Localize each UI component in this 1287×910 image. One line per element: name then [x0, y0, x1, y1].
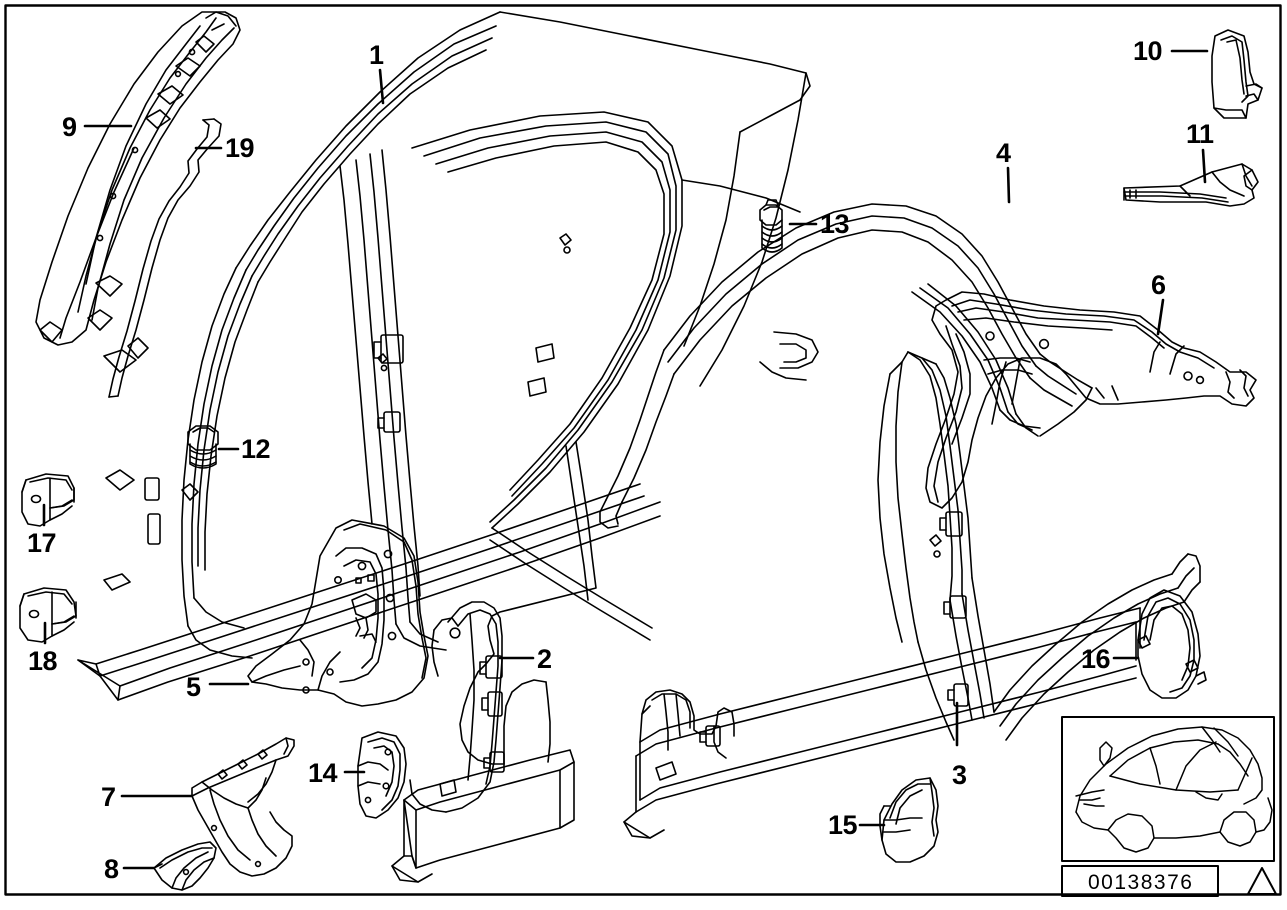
callout-label-18[interactable]: 18 — [28, 646, 58, 676]
part-14-shape — [357, 731, 407, 819]
diagram-id-number: 00138376 — [1088, 871, 1194, 894]
part-12-shape — [187, 425, 219, 469]
callout-label-19[interactable]: 19 — [225, 133, 255, 163]
callout-label-15[interactable]: 15 — [828, 810, 858, 840]
warning-triangle-icon — [1247, 867, 1277, 895]
part-6-shape — [925, 291, 1257, 509]
callout-label-8[interactable]: 8 — [104, 854, 119, 884]
callout-leader-lines — [42, 49, 1209, 870]
part-3-shape — [623, 351, 1201, 839]
callout-label-13[interactable]: 13 — [820, 209, 850, 239]
callout-label-4[interactable]: 4 — [996, 138, 1011, 168]
callout-label-6[interactable]: 6 — [1151, 270, 1166, 300]
part-1-shape — [77, 11, 811, 701]
callout-label-3[interactable]: 3 — [952, 760, 967, 790]
part-11-shape — [1123, 163, 1259, 207]
part-9-shape — [35, 11, 241, 373]
callout-label-12[interactable]: 12 — [241, 434, 271, 464]
part-10-shape — [1211, 29, 1263, 119]
part-16-shape — [1137, 589, 1207, 699]
car-thumbnail-frame — [1061, 716, 1275, 862]
part-13-shape — [759, 199, 783, 253]
car-thumbnail-icon — [1075, 726, 1273, 853]
part-7-shape — [191, 737, 295, 877]
callout-label-10[interactable]: 10 — [1133, 36, 1163, 66]
part-18-shape — [19, 587, 77, 643]
callout-label-2[interactable]: 2 — [537, 644, 552, 674]
part-5-shape — [247, 519, 429, 707]
part-2-shape — [391, 441, 597, 883]
legend-box — [1061, 716, 1277, 897]
callout-label-7[interactable]: 7 — [101, 782, 116, 812]
callout-label-1[interactable]: 1 — [369, 40, 384, 70]
part-8-shape — [153, 841, 217, 891]
callout-label-17[interactable]: 17 — [27, 528, 57, 558]
callout-label-16[interactable]: 16 — [1081, 644, 1111, 674]
part-15-shape — [879, 777, 939, 863]
callout-label-14[interactable]: 14 — [308, 758, 338, 788]
callout-label-11[interactable]: 11 — [1186, 119, 1214, 149]
callout-label-9[interactable]: 9 — [62, 112, 77, 142]
diagram-border — [4, 4, 1282, 896]
part-17-shape — [21, 473, 75, 527]
part-19-shape — [108, 118, 222, 398]
diagram-id-frame — [1061, 865, 1219, 897]
callout-label-5[interactable]: 5 — [186, 672, 201, 702]
